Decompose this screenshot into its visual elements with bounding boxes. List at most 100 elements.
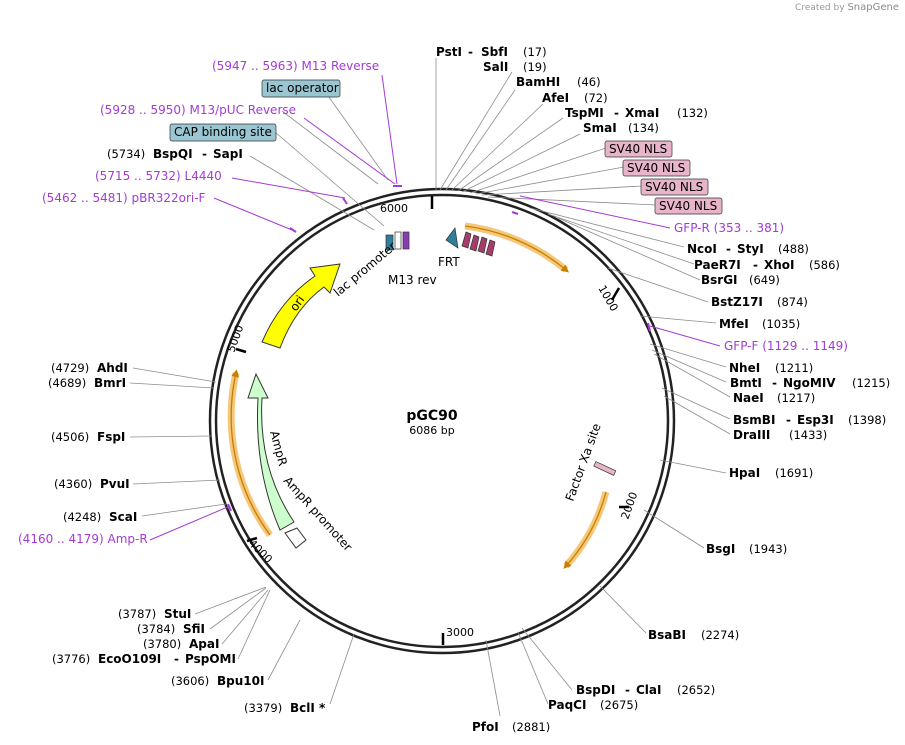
pos-1943: (1943) xyxy=(749,542,787,556)
sep-bspdi: - xyxy=(625,683,630,697)
backbone-inner xyxy=(214,193,670,649)
tick-3000: 3000 xyxy=(446,626,474,639)
enzyme-fspi[interactable]: FspI xyxy=(97,430,125,444)
enzyme-psti[interactable]: PstI xyxy=(436,45,462,59)
lac-operator-box[interactable] xyxy=(261,79,341,98)
enzyme-bsabi[interactable]: BsaBI xyxy=(648,628,686,642)
pos-2881: (2881) xyxy=(512,720,550,734)
enzyme-mfei[interactable]: MfeI xyxy=(719,317,749,331)
sv40-nls-box-4[interactable] xyxy=(654,197,723,215)
pos-3780: (3780) xyxy=(143,637,181,651)
enzyme-styi[interactable]: StyI xyxy=(737,242,764,256)
pos-19: (19) xyxy=(523,60,547,74)
enzyme-pvui[interactable]: PvuI xyxy=(100,477,130,491)
enzyme-ahdi[interactable]: AhdI xyxy=(97,361,128,375)
enzyme-stui[interactable]: StuI xyxy=(164,607,191,621)
enzyme-nhei[interactable]: NheI xyxy=(729,361,760,375)
enzyme-apai[interactable]: ApaI xyxy=(189,637,219,651)
sv40-nls-box-1[interactable] xyxy=(604,140,673,158)
snapgene-logo[interactable]: SnapGene xyxy=(847,2,899,13)
enzyme-bmri[interactable]: BmrI xyxy=(94,376,126,390)
enzyme-bsmbi[interactable]: BsmBI xyxy=(733,413,775,427)
enzyme-bstz17i[interactable]: BstZ17I xyxy=(711,295,763,309)
primer-m13-reverse[interactable]: (5947 .. 5963) M13 Reverse xyxy=(212,59,379,73)
enzyme-sfii[interactable]: SfiI xyxy=(183,622,205,636)
cap-binding-site-box[interactable] xyxy=(169,123,277,142)
sv40-mark-1[interactable] xyxy=(461,231,472,249)
sv40-mark-4[interactable] xyxy=(485,239,496,257)
enzyme-bsrgi[interactable]: BsrGI xyxy=(701,273,738,287)
enzyme-afei[interactable]: AfeI xyxy=(542,91,569,105)
enzyme-pspomi[interactable]: PspOMI xyxy=(185,652,236,666)
ampr-promoter-feature[interactable] xyxy=(284,527,307,549)
enzyme-draiii[interactable]: DraIII xyxy=(733,428,770,442)
pos-2675: (2675) xyxy=(600,698,638,712)
sep-tspmi: - xyxy=(614,106,619,120)
lac-operator-mark[interactable] xyxy=(385,234,394,251)
primer-gfp-f[interactable]: GFP-F (1129 .. 1149) xyxy=(724,339,848,353)
enzyme-xmai[interactable]: XmaI xyxy=(625,106,659,120)
pos-1217: (1217) xyxy=(777,391,815,405)
enzyme-bsgi[interactable]: BsgI xyxy=(706,542,735,556)
enzyme-bcli[interactable]: BclI * xyxy=(290,701,326,715)
frt-mark[interactable] xyxy=(445,227,459,249)
sv40-nls-box-3[interactable] xyxy=(640,178,709,196)
primer-lines xyxy=(149,74,721,541)
primer-gfp-r[interactable]: GFP-R (353 .. 381) xyxy=(674,221,784,235)
pos-132: (132) xyxy=(677,106,708,120)
enzyme-bspdi[interactable]: BspDI xyxy=(576,683,615,697)
enzyme-pfoi[interactable]: PfoI xyxy=(472,720,499,734)
sv40-mark-3[interactable] xyxy=(477,236,488,254)
ampr-feature[interactable] xyxy=(247,372,295,531)
enzyme-sali[interactable]: SalI xyxy=(483,60,508,74)
enzyme-bspqi[interactable]: BspQI xyxy=(153,147,193,161)
sep-bmti: - xyxy=(772,376,777,390)
m13-rev-mark[interactable] xyxy=(402,231,410,250)
pos-1215: (1215) xyxy=(852,376,890,390)
credit-prefix: Created by xyxy=(795,3,845,13)
enzyme-ecoo109i[interactable]: EcoO109I xyxy=(98,652,161,666)
enzyme-bpu10i[interactable]: Bpu10I xyxy=(217,674,264,688)
enzyme-tspmi[interactable]: TspMI xyxy=(565,106,604,120)
tick-2000: 2000 xyxy=(619,490,641,521)
primer-m13-puc-reverse[interactable]: (5928 .. 5950) M13/pUC Reverse xyxy=(100,103,296,117)
sep-ncoi: - xyxy=(726,242,731,256)
orange-arc-right xyxy=(563,491,610,569)
lac-promoter-mark[interactable] xyxy=(394,231,402,250)
backbone-outer xyxy=(208,187,676,655)
ampr-label: AmpR xyxy=(267,429,290,467)
primer-pbr322ori-f[interactable]: (5462 .. 5481) pBR322ori-F xyxy=(42,191,206,205)
sep-bsmbi: - xyxy=(786,413,791,427)
primer-l4440[interactable]: (5715 .. 5732) L4440 xyxy=(95,169,222,183)
factor-xa-mark[interactable] xyxy=(593,461,617,476)
enzyme-bamhi[interactable]: BamHI xyxy=(516,75,560,89)
sv40-nls-label-4: SV40 NLS xyxy=(659,199,717,213)
enzyme-smai[interactable]: SmaI xyxy=(583,121,617,135)
enzyme-hpai[interactable]: HpaI xyxy=(729,466,760,480)
ori-feature[interactable] xyxy=(261,263,341,349)
enzyme-ncoi[interactable]: NcoI xyxy=(687,242,717,256)
primer-amp-r[interactable]: (4160 .. 4179) Amp-R xyxy=(18,532,148,546)
enzyme-naei[interactable]: NaeI xyxy=(733,391,764,405)
lac-operator-label: lac operator xyxy=(266,81,339,95)
enzyme-paqci[interactable]: PaqCI xyxy=(548,698,586,712)
pos-46: (46) xyxy=(577,75,601,89)
sv40-mark-2[interactable] xyxy=(469,234,480,252)
enzyme-clai[interactable]: ClaI xyxy=(636,683,661,697)
enzyme-bmti[interactable]: BmtI xyxy=(730,376,762,390)
enzyme-sapi[interactable]: SapI xyxy=(213,147,243,161)
plasmid-name: pGC90 xyxy=(406,408,458,424)
pos-4506: (4506) xyxy=(51,430,89,444)
sv40-nls-label-2: SV40 NLS xyxy=(627,161,685,175)
pos-488: (488) xyxy=(778,242,809,256)
enzyme-sbfi[interactable]: SbfI xyxy=(481,45,508,59)
tick-5000: 5000 xyxy=(225,323,247,354)
enzyme-ngomiv[interactable]: NgoMIV xyxy=(783,376,836,390)
sv40-nls-box-2[interactable] xyxy=(622,159,691,177)
plasmid-length: 6086 bp xyxy=(409,424,454,437)
enzyme-scai[interactable]: ScaI xyxy=(109,510,137,524)
enzyme-esp3i[interactable]: Esp3I xyxy=(797,413,834,427)
enzyme-paer7i[interactable]: PaeR7I xyxy=(694,258,741,272)
pos-3379: (3379) xyxy=(244,701,282,715)
enzyme-xhoi[interactable]: XhoI xyxy=(764,258,795,272)
